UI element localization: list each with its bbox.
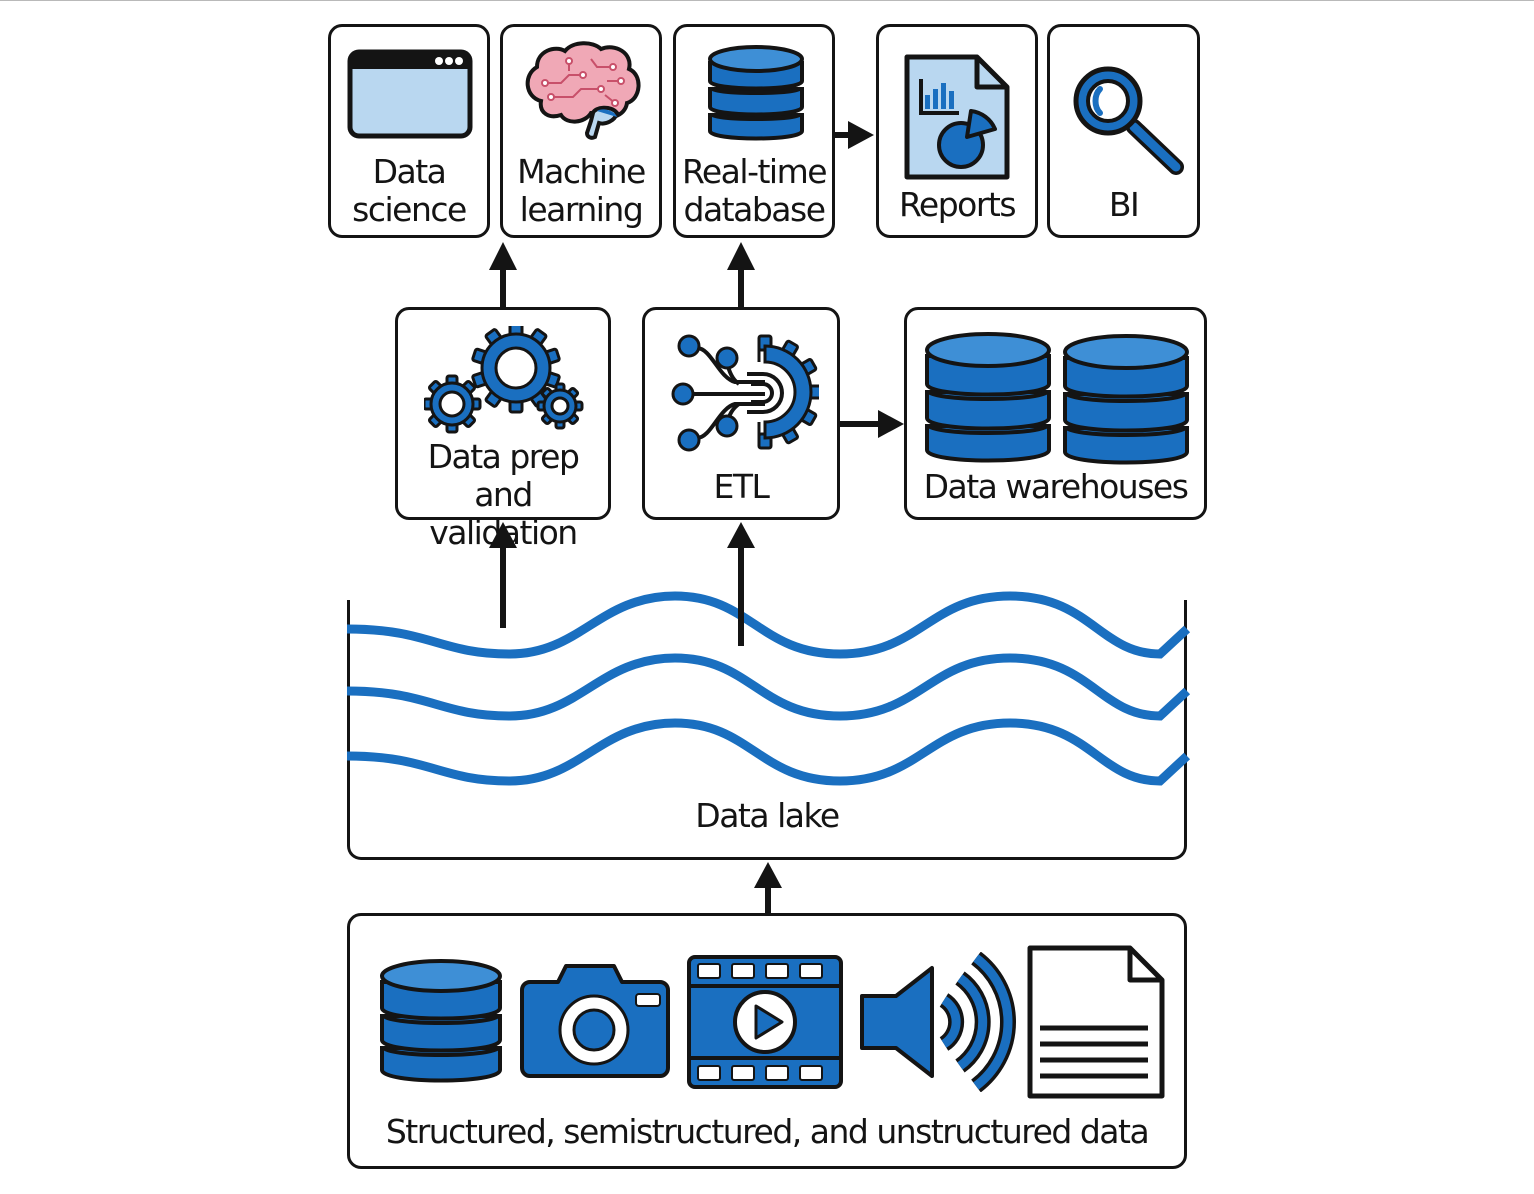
arrowhead bbox=[878, 410, 904, 438]
browser-window-icon bbox=[347, 49, 473, 139]
database-icon bbox=[380, 959, 502, 1083]
gears-icon bbox=[424, 326, 584, 434]
arrowhead bbox=[754, 862, 782, 888]
film-play-icon bbox=[687, 955, 843, 1089]
top-border bbox=[0, 0, 1534, 1]
database-icon bbox=[708, 45, 804, 141]
speaker-icon bbox=[860, 952, 1016, 1092]
text-document-icon bbox=[1027, 945, 1165, 1099]
real-time-database-label: Real-time database bbox=[681, 152, 828, 229]
bi-box: BI bbox=[1047, 24, 1200, 238]
data-sources-box: Structured, semistructured, and unstruct… bbox=[347, 913, 1187, 1169]
wave-line bbox=[346, 718, 1191, 786]
arrowhead bbox=[727, 242, 755, 270]
arrowhead bbox=[489, 242, 517, 270]
data-warehouses-box: Data warehouses bbox=[904, 307, 1207, 520]
camera-icon bbox=[520, 964, 670, 1078]
reports-label: Reports bbox=[898, 185, 1017, 224]
data-warehouses-label: Data warehouses bbox=[923, 467, 1189, 506]
data-prep-box: Data prep and validation bbox=[395, 307, 611, 552]
report-document-icon bbox=[904, 54, 1010, 180]
bi-label: BI bbox=[1108, 185, 1140, 224]
magnifier-icon bbox=[1073, 66, 1184, 175]
data-lake-label: Data lake bbox=[695, 796, 840, 835]
etl-box: ETL bbox=[642, 307, 840, 520]
data-sources-label: Structured, semistructured, and unstruct… bbox=[385, 1112, 1150, 1151]
data-science-label: Data science bbox=[352, 152, 467, 229]
arrowhead bbox=[489, 522, 517, 548]
brain-icon bbox=[525, 41, 641, 140]
arrowhead bbox=[727, 522, 755, 548]
wave-line bbox=[346, 591, 1191, 659]
wave-line bbox=[346, 653, 1191, 721]
arrowhead bbox=[848, 121, 874, 149]
database-icon bbox=[1063, 334, 1189, 465]
etl-label: ETL bbox=[713, 467, 770, 506]
data-prep-label: Data prep and validation bbox=[427, 437, 580, 552]
reports-box: Reports bbox=[876, 24, 1038, 238]
data-science-box: Data science bbox=[328, 24, 490, 238]
data-lake-box: Data lake bbox=[347, 600, 1187, 860]
database-icon bbox=[925, 332, 1051, 463]
machine-learning-label: Machine learning bbox=[517, 152, 646, 229]
machine-learning-box: Machine learning bbox=[500, 24, 662, 238]
etl-gear-icon bbox=[671, 334, 819, 452]
real-time-database-box: Real-time database bbox=[673, 24, 835, 238]
